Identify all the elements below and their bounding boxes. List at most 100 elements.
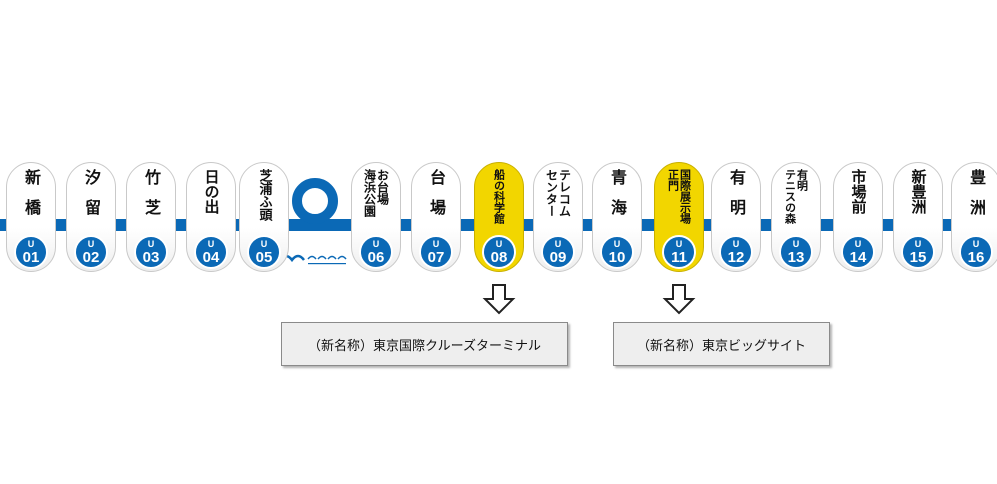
- station-number: 09: [549, 249, 567, 266]
- station-name-line: センター: [544, 169, 559, 217]
- station-number: 04: [202, 249, 220, 266]
- station-name-line: 有明: [727, 169, 746, 229]
- station-name-line: 正門: [666, 169, 680, 191]
- down-arrow-icon: [662, 284, 696, 315]
- station-name: 汐留: [67, 169, 115, 253]
- station-name-line: 新豊洲: [909, 169, 928, 214]
- station-name-line: 青海: [608, 169, 627, 229]
- line-prefix: U: [432, 239, 440, 249]
- station-name: 芝浦ふ頭: [240, 169, 288, 253]
- station-number: 16: [967, 249, 985, 266]
- station-name: お台場海浜公園: [352, 169, 400, 253]
- station-number: 14: [849, 249, 867, 266]
- station-name: 船の科学館: [475, 169, 523, 253]
- line-prefix: U: [914, 239, 922, 249]
- new-name-box-11: （新名称）東京ビッグサイト: [613, 322, 830, 366]
- line-prefix: U: [87, 239, 95, 249]
- station-name: 有明: [712, 169, 760, 253]
- station-name: 市場前: [834, 169, 882, 253]
- logo-underline: [308, 263, 346, 265]
- station-number: 01: [22, 249, 40, 266]
- station-name: 新豊洲: [894, 169, 942, 253]
- station-name-line: 船の科学館: [492, 169, 506, 224]
- station-number: 03: [142, 249, 160, 266]
- station-name-line: 日の出: [202, 169, 221, 214]
- line-prefix: U: [854, 239, 862, 249]
- station-number: 05: [255, 249, 273, 266]
- station-name: 新橋: [7, 169, 55, 253]
- rainbow-bridge-loop-icon: [292, 178, 338, 224]
- line-prefix: U: [732, 239, 740, 249]
- new-name-label: （新名称）東京国際クルーズターミナル: [308, 338, 541, 354]
- arrow-shape: [662, 284, 696, 315]
- station-name: 有明テニスの森: [772, 169, 820, 253]
- line-prefix: U: [554, 239, 562, 249]
- logo-lettering: [307, 255, 347, 260]
- line-prefix: U: [495, 239, 503, 249]
- station-name-line: 市場前: [849, 169, 868, 214]
- station-name-line: 海浜公園: [362, 169, 377, 217]
- station-name: 日の出: [187, 169, 235, 253]
- station-name-line: 台場: [427, 169, 446, 229]
- station-name: 竹芝: [127, 169, 175, 253]
- station-number: 15: [909, 249, 927, 266]
- station-name-line: 国際展示場: [678, 169, 692, 224]
- line-prefix: U: [675, 239, 683, 249]
- station-name: 豊洲: [952, 169, 997, 253]
- station-name-line: 汐留: [82, 169, 101, 229]
- station-number: 08: [490, 249, 508, 266]
- station-number: 13: [787, 249, 805, 266]
- arrow-shape: [482, 284, 516, 315]
- station-number: 12: [727, 249, 745, 266]
- line-prefix: U: [792, 239, 800, 249]
- station-number: 07: [427, 249, 445, 266]
- line-prefix: U: [260, 239, 268, 249]
- new-name-label: （新名称）東京ビッグサイト: [636, 338, 806, 354]
- line-prefix: U: [147, 239, 155, 249]
- station-name-line: 竹芝: [142, 169, 161, 229]
- line-prefix: U: [207, 239, 215, 249]
- down-arrow-icon: [482, 284, 516, 315]
- station-name: 青海: [593, 169, 641, 253]
- line-prefix: U: [613, 239, 621, 249]
- station-number: 06: [367, 249, 385, 266]
- station-name-line: 新橋: [22, 169, 41, 229]
- line-prefix: U: [372, 239, 380, 249]
- loop-ring: [292, 178, 338, 224]
- line-prefix: U: [972, 239, 980, 249]
- station-name-line: お台場: [375, 169, 390, 205]
- station-name-line: 豊洲: [967, 169, 986, 229]
- station-name: テレコムセンター: [534, 169, 582, 253]
- new-name-box-08: （新名称）東京国際クルーズターミナル: [281, 322, 568, 366]
